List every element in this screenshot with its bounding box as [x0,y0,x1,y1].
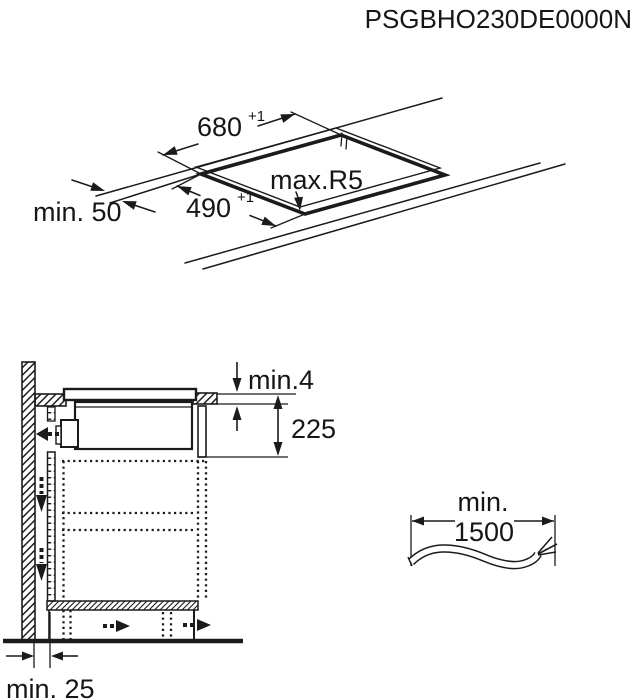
hob-glass-top [62,387,198,402]
airflow-down-arrow-lower [36,548,47,581]
cable-length-diagram: min. 1500 [407,487,558,570]
arrowhead-icon [163,146,178,155]
top-gap-label: min.4 [248,365,314,395]
airflow-down-arrow-upper [36,477,47,512]
extension-line [157,151,202,175]
cutout-opening-outline [193,127,443,208]
dimension-top-gap: min.4 [232,362,314,431]
dimension-width-680: 680 +1 [157,108,340,175]
arrowhead-icon [51,651,63,661]
arrowhead-icon [261,216,276,226]
airflow-plinth-arrow-right [183,619,211,631]
corner-tick [345,135,348,150]
leader-line [133,204,156,213]
arrowhead-icon [116,620,130,632]
cable-cut-end [407,556,413,567]
wall-gap-label: min. 25 [6,674,95,700]
worktop-back-edge-lines [95,97,443,204]
width-tolerance-label: +1 [248,108,265,125]
arrowhead-icon [177,186,192,196]
airflow-left-arrow [36,427,62,441]
cable-wire-strands [537,536,558,556]
dimension-depth-490: 490 +1 [171,173,306,229]
wire-strand [537,551,557,556]
worktop-edge-line [109,173,202,204]
cable-length-value-label: 1500 [454,517,514,547]
cutout-corner-ticks [340,132,348,150]
worktop-front-edge-lines [184,162,566,270]
corner-radius-label: max.R5 [270,165,363,195]
leader-line [71,179,94,188]
drawing-title: PSGBHO230DE0000N [365,4,632,34]
worktop-edge-line [202,163,566,270]
side-view-elevation: min.4 225 min. 25 [3,361,336,700]
edge-clearance-label: min. 50 [33,197,122,227]
arrowhead-icon [232,378,242,392]
depth-dimension-label: 490 [186,193,231,223]
arrowhead-icon [542,516,554,526]
hob-body [73,400,194,451]
dimension-under-worktop-clearance: 225 [273,395,336,456]
airflow-plinth-arrow-left [103,620,130,632]
vent-channel-panel [46,451,56,602]
side-spacer-bracket [197,405,207,458]
clearance-label: 225 [291,414,336,444]
top-view-worktop-cutout: 680 +1 490 +1 max.R5 min. 50 [33,97,566,270]
cable-core [409,545,541,568]
arrowhead-icon [232,406,242,420]
width-dimension-label: 680 [197,112,242,142]
supply-cable [407,536,558,570]
connection-box [60,419,79,448]
cabinet-outline [62,459,208,639]
wire-strand [537,543,558,555]
arrowhead-icon [273,395,283,409]
arrowhead-icon [36,564,47,581]
cutout-inner-outline [195,133,451,216]
arrowhead-icon [36,427,48,441]
arrowhead-icon [36,495,47,512]
corner-tick [340,132,343,147]
dimension-wall-gap: min. 25 [6,612,95,700]
arrowhead-icon [294,196,303,211]
arrowhead-icon [280,114,295,123]
extension-line [290,111,340,135]
wall-section [21,361,36,642]
arrowhead-icon [122,201,137,210]
arrowhead-icon [197,619,211,631]
depth-tolerance-label: +1 [237,189,254,206]
arrowhead-icon [90,182,105,191]
corner-radius-annotation: max.R5 [270,165,363,211]
cabinet-bottom-shelf [46,600,199,611]
arrowhead-icon [273,442,283,456]
arrowhead-icon [22,651,34,661]
fixing-clip [46,406,56,422]
worktop-left-section [34,393,67,407]
worktop-edge-line [184,162,541,264]
cable-length-prefix-label: min. [457,487,508,517]
wire-strand [537,536,553,554]
edge-clearance-annotation: min. 50 [33,179,156,227]
arrowhead-icon [412,516,424,526]
